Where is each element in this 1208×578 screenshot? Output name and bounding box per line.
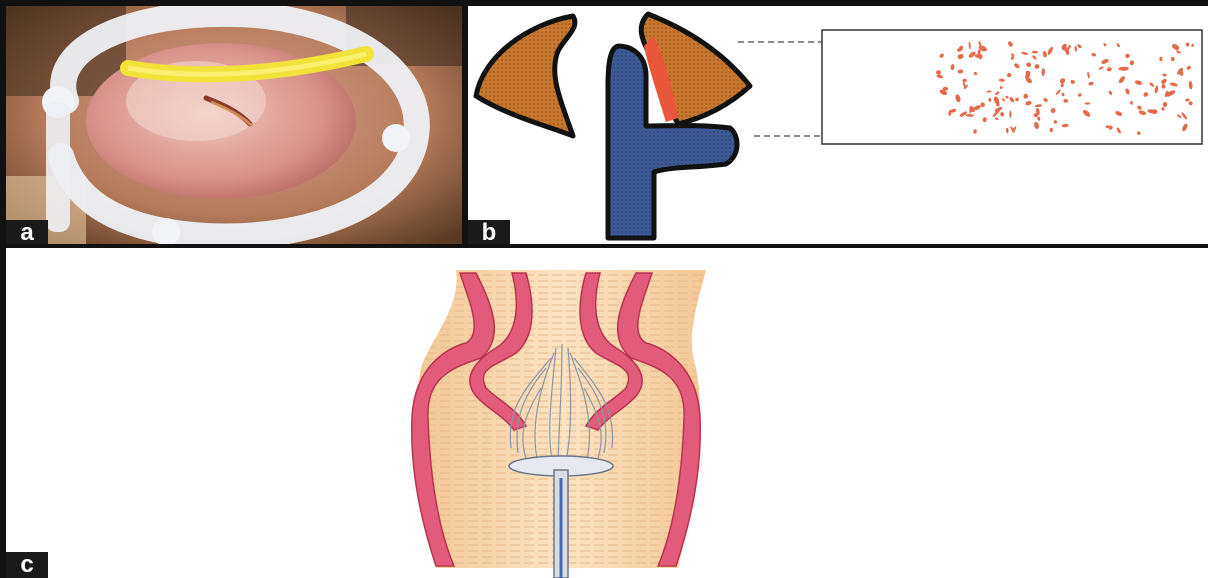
left-gland-lobe bbox=[476, 16, 575, 136]
panel-label-a: a bbox=[6, 220, 48, 246]
speculum-knob-right bbox=[382, 124, 410, 152]
speculum-photo-illustration bbox=[6, 6, 462, 246]
cytobrush-canal-illustration bbox=[6, 248, 1208, 578]
magnified-view-box bbox=[822, 30, 1202, 144]
panel-c-brush-illustration: c bbox=[0, 248, 1208, 578]
speckle bbox=[1009, 111, 1011, 118]
panel-label-b: b bbox=[468, 220, 510, 246]
panel-label-c: c bbox=[6, 552, 48, 578]
panel-b-schematic: b bbox=[468, 6, 1208, 246]
speckle bbox=[1085, 102, 1091, 104]
gland-schematic-illustration bbox=[468, 6, 1208, 246]
panel-a-photo: a bbox=[6, 6, 462, 246]
